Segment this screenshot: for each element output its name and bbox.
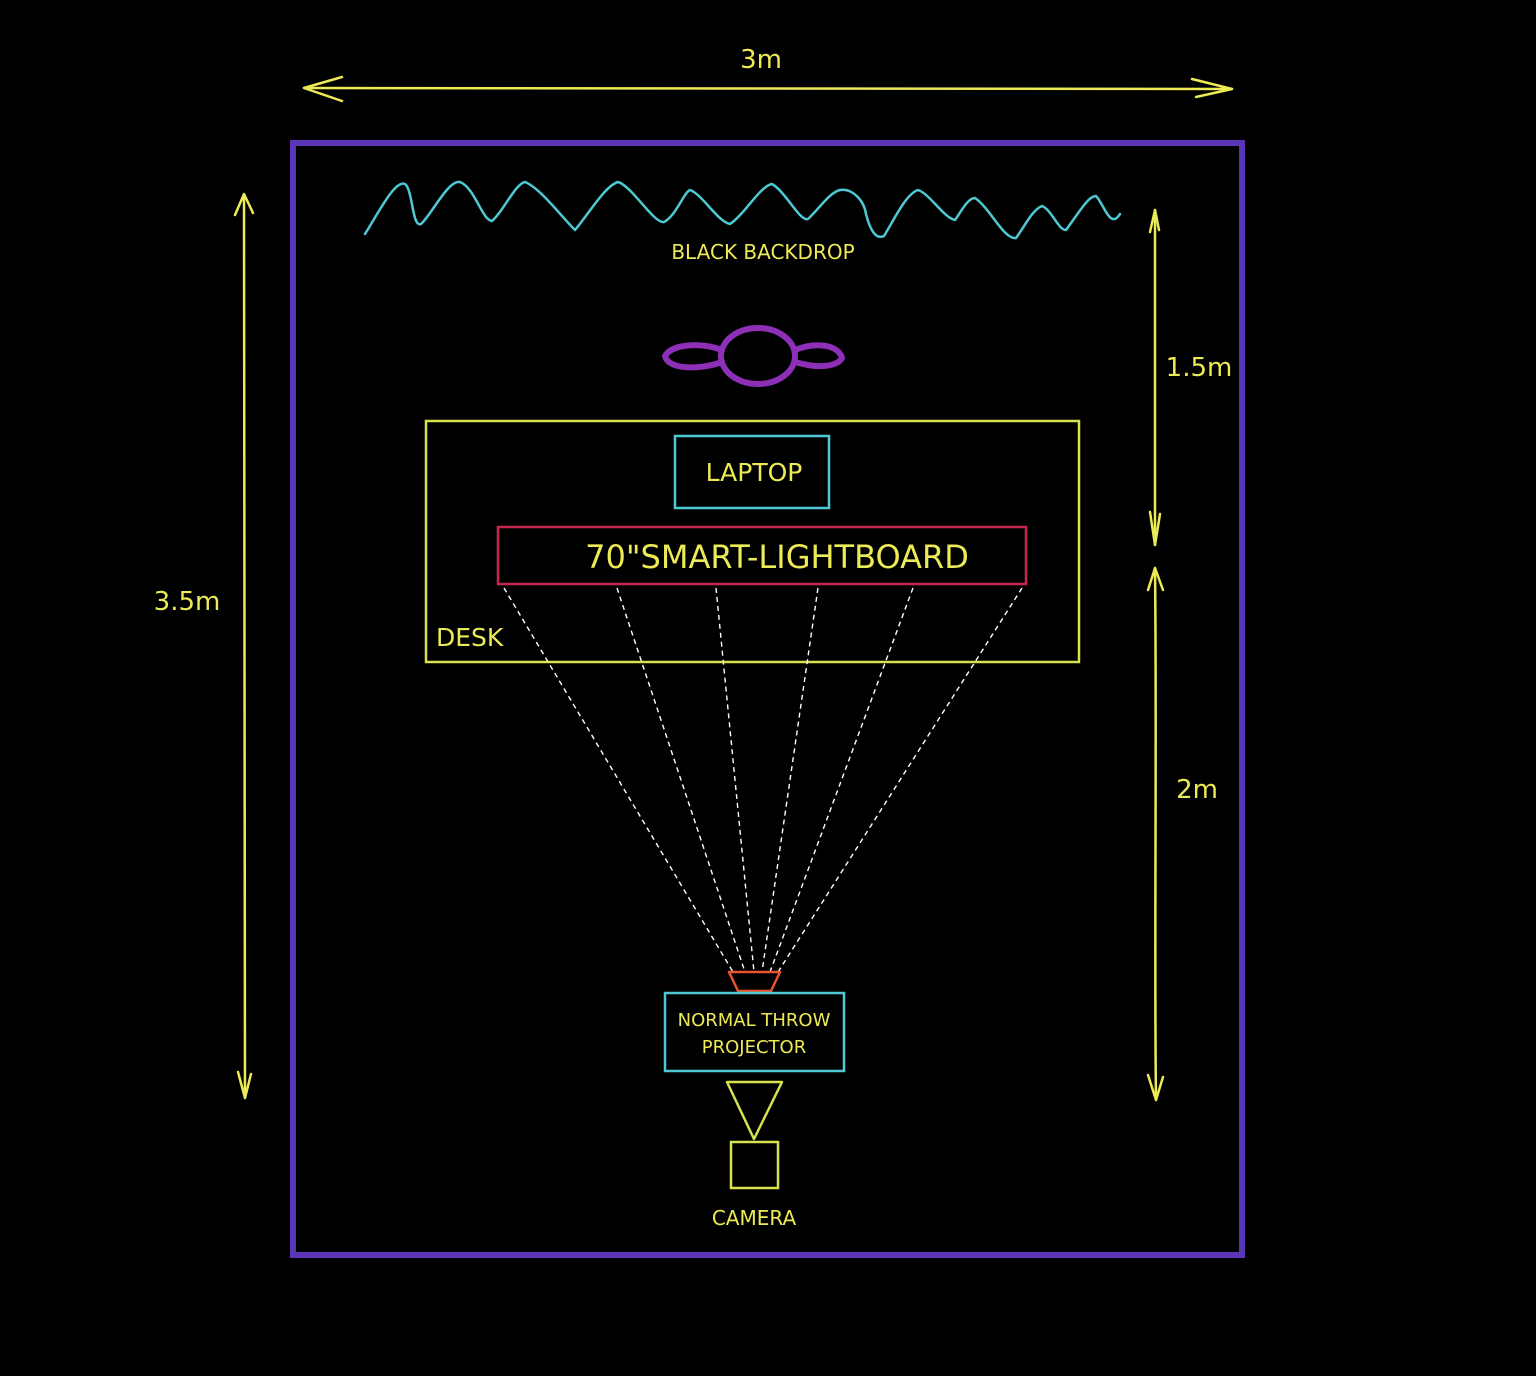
projector-label-line2: PROJECTOR (702, 1037, 806, 1058)
backdrop-to-board-label: 1.5m (1166, 353, 1233, 383)
projector-label-line1: NORMAL THROW (678, 1010, 831, 1031)
desk-label: DESK (436, 623, 504, 652)
upper-arrow-line (1153, 208, 1157, 547)
lightboard (496, 525, 1028, 586)
projector-lens-icon (727, 970, 782, 993)
depth-arrowhead-top (233, 192, 255, 217)
upper-arrowhead-bottom (1148, 510, 1162, 547)
camera-body (729, 1140, 780, 1190)
projection-line-4 (761, 587, 819, 973)
projection-line-3 (715, 587, 755, 973)
presenter-head (718, 325, 798, 387)
depth-dimension (233, 192, 255, 1100)
board-to-camera-label: 2m (1176, 775, 1218, 805)
camera-field-of-view-icon (725, 1080, 784, 1141)
lower-arrow-line (1153, 566, 1158, 1102)
depth-label: 3.5m (154, 587, 221, 617)
projector (663, 991, 846, 1073)
room-outline (290, 140, 1245, 1258)
backdrop-label: BLACK BACKDROP (671, 240, 854, 264)
backdrop-curtain (363, 180, 1122, 240)
width-arrow-line (302, 86, 1234, 91)
width-arrowhead-left (302, 75, 344, 103)
width-dimension (302, 75, 1234, 103)
backdrop-to-board-dimension (1148, 208, 1162, 547)
lower-arrowhead-bottom (1146, 1073, 1165, 1102)
projection-lines (503, 587, 1023, 973)
presenter-right-arm (792, 342, 845, 370)
lower-arrowhead-top (1146, 566, 1165, 592)
projection-line-6 (777, 587, 1023, 973)
projection-line-1 (503, 587, 734, 973)
projection-line-2 (616, 587, 746, 973)
camera-label: CAMERA (712, 1206, 797, 1230)
laptop-label: LAPTOP (706, 458, 803, 487)
projection-line-5 (769, 587, 914, 973)
board-to-camera-dimension (1146, 566, 1165, 1102)
depth-arrowhead-bottom (236, 1070, 253, 1100)
laptop (673, 434, 831, 510)
width-arrowhead-right (1190, 77, 1234, 99)
width-label: 3m (740, 45, 782, 75)
depth-arrow-line (242, 194, 247, 1100)
presenter-left-arm (662, 342, 725, 371)
person-top-view-icon (662, 325, 845, 387)
desk (424, 419, 1081, 664)
lightboard-label: 70"SMART-LIGHTBOARD (585, 538, 969, 576)
upper-arrowhead-top (1148, 208, 1161, 234)
